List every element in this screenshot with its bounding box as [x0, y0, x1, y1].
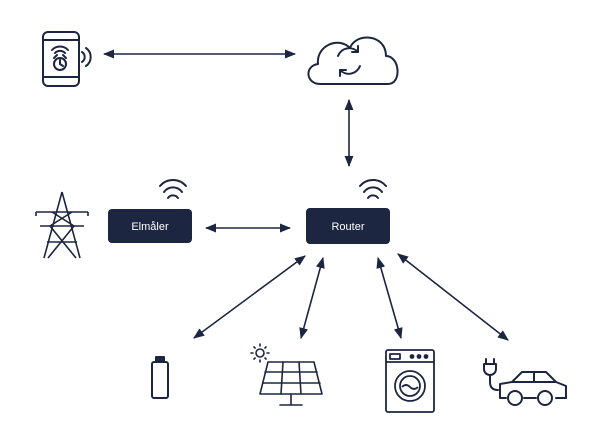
connector-group: [102, 49, 509, 341]
battery-icon: [151, 356, 169, 399]
arrow-router-battery: [193, 255, 306, 339]
washing-machine-icon: [385, 349, 435, 413]
router-label: Router: [331, 221, 364, 233]
power-pylon-icon: [35, 191, 89, 259]
electricity-meter-box: Elmåler: [108, 209, 192, 243]
arrow-router-car: [397, 253, 509, 341]
arrow-router-solar: [299, 256, 325, 340]
wifi-icon: [159, 179, 187, 199]
wifi-icon: [359, 179, 387, 199]
cloud-sync-icon: [307, 36, 399, 85]
router-box: Router: [306, 208, 390, 244]
smartphone-alarm-icon: [42, 31, 92, 87]
arrow-router-washer: [376, 256, 403, 340]
meter-label: Elmåler: [131, 221, 169, 233]
solar-panel-icon: [250, 343, 323, 406]
electric-car-icon: [483, 358, 567, 406]
